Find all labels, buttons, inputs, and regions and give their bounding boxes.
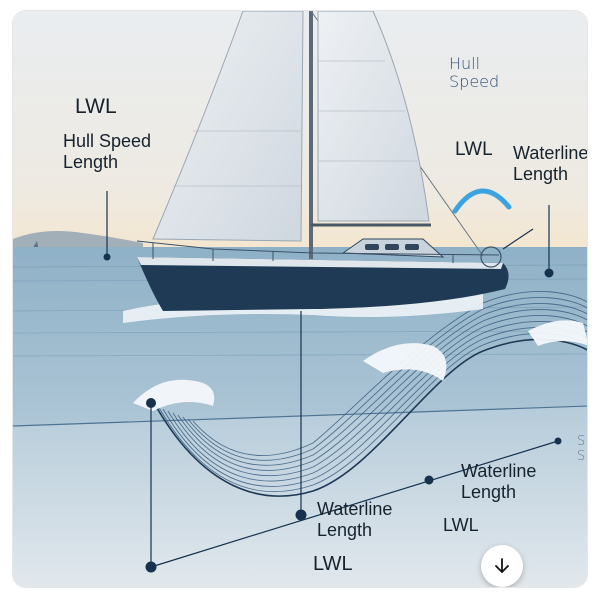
label-hull-speed-top: Hull Speed bbox=[449, 54, 500, 92]
railings bbox=[136, 240, 500, 263]
label-lwl-left: LWL bbox=[75, 95, 117, 118]
label-lwl-mid: LWL bbox=[455, 139, 493, 160]
label-hull-speed-length: Hull Speed Length bbox=[63, 131, 152, 172]
label-lwl-bottom: LWL bbox=[313, 553, 353, 575]
label-waterline-length-center: Waterline Length bbox=[461, 461, 537, 502]
main-sail bbox=[317, 11, 430, 222]
sailboat-hull-speed-illustration bbox=[13, 11, 587, 587]
label-lwl-bottom-right: LWL bbox=[443, 515, 479, 535]
measurement-lines bbox=[106, 191, 559, 568]
wave-outline bbox=[152, 338, 587, 497]
hull-speed-arc bbox=[452, 188, 512, 214]
cabin-windows bbox=[365, 244, 419, 250]
download-button[interactable] bbox=[481, 545, 523, 587]
hull bbox=[137, 257, 509, 311]
arrow-down-icon bbox=[492, 556, 512, 576]
stern-wheel bbox=[480, 246, 502, 268]
deck-line bbox=[137, 257, 503, 269]
image-frame: LWL Hull Speed Length Hull Speed LWL Wat… bbox=[12, 10, 588, 588]
label-waterline-length-bottom: Waterline Length bbox=[317, 499, 393, 540]
label-edge-fragment: S S bbox=[577, 434, 586, 464]
sail-seams bbox=[173, 60, 417, 187]
measurement-markers bbox=[103, 253, 562, 573]
distant-hills bbox=[13, 231, 143, 251]
label-waterline-length-right: Waterline Length bbox=[513, 143, 588, 184]
underwater-section bbox=[13, 406, 587, 587]
jib-sail bbox=[152, 11, 304, 242]
